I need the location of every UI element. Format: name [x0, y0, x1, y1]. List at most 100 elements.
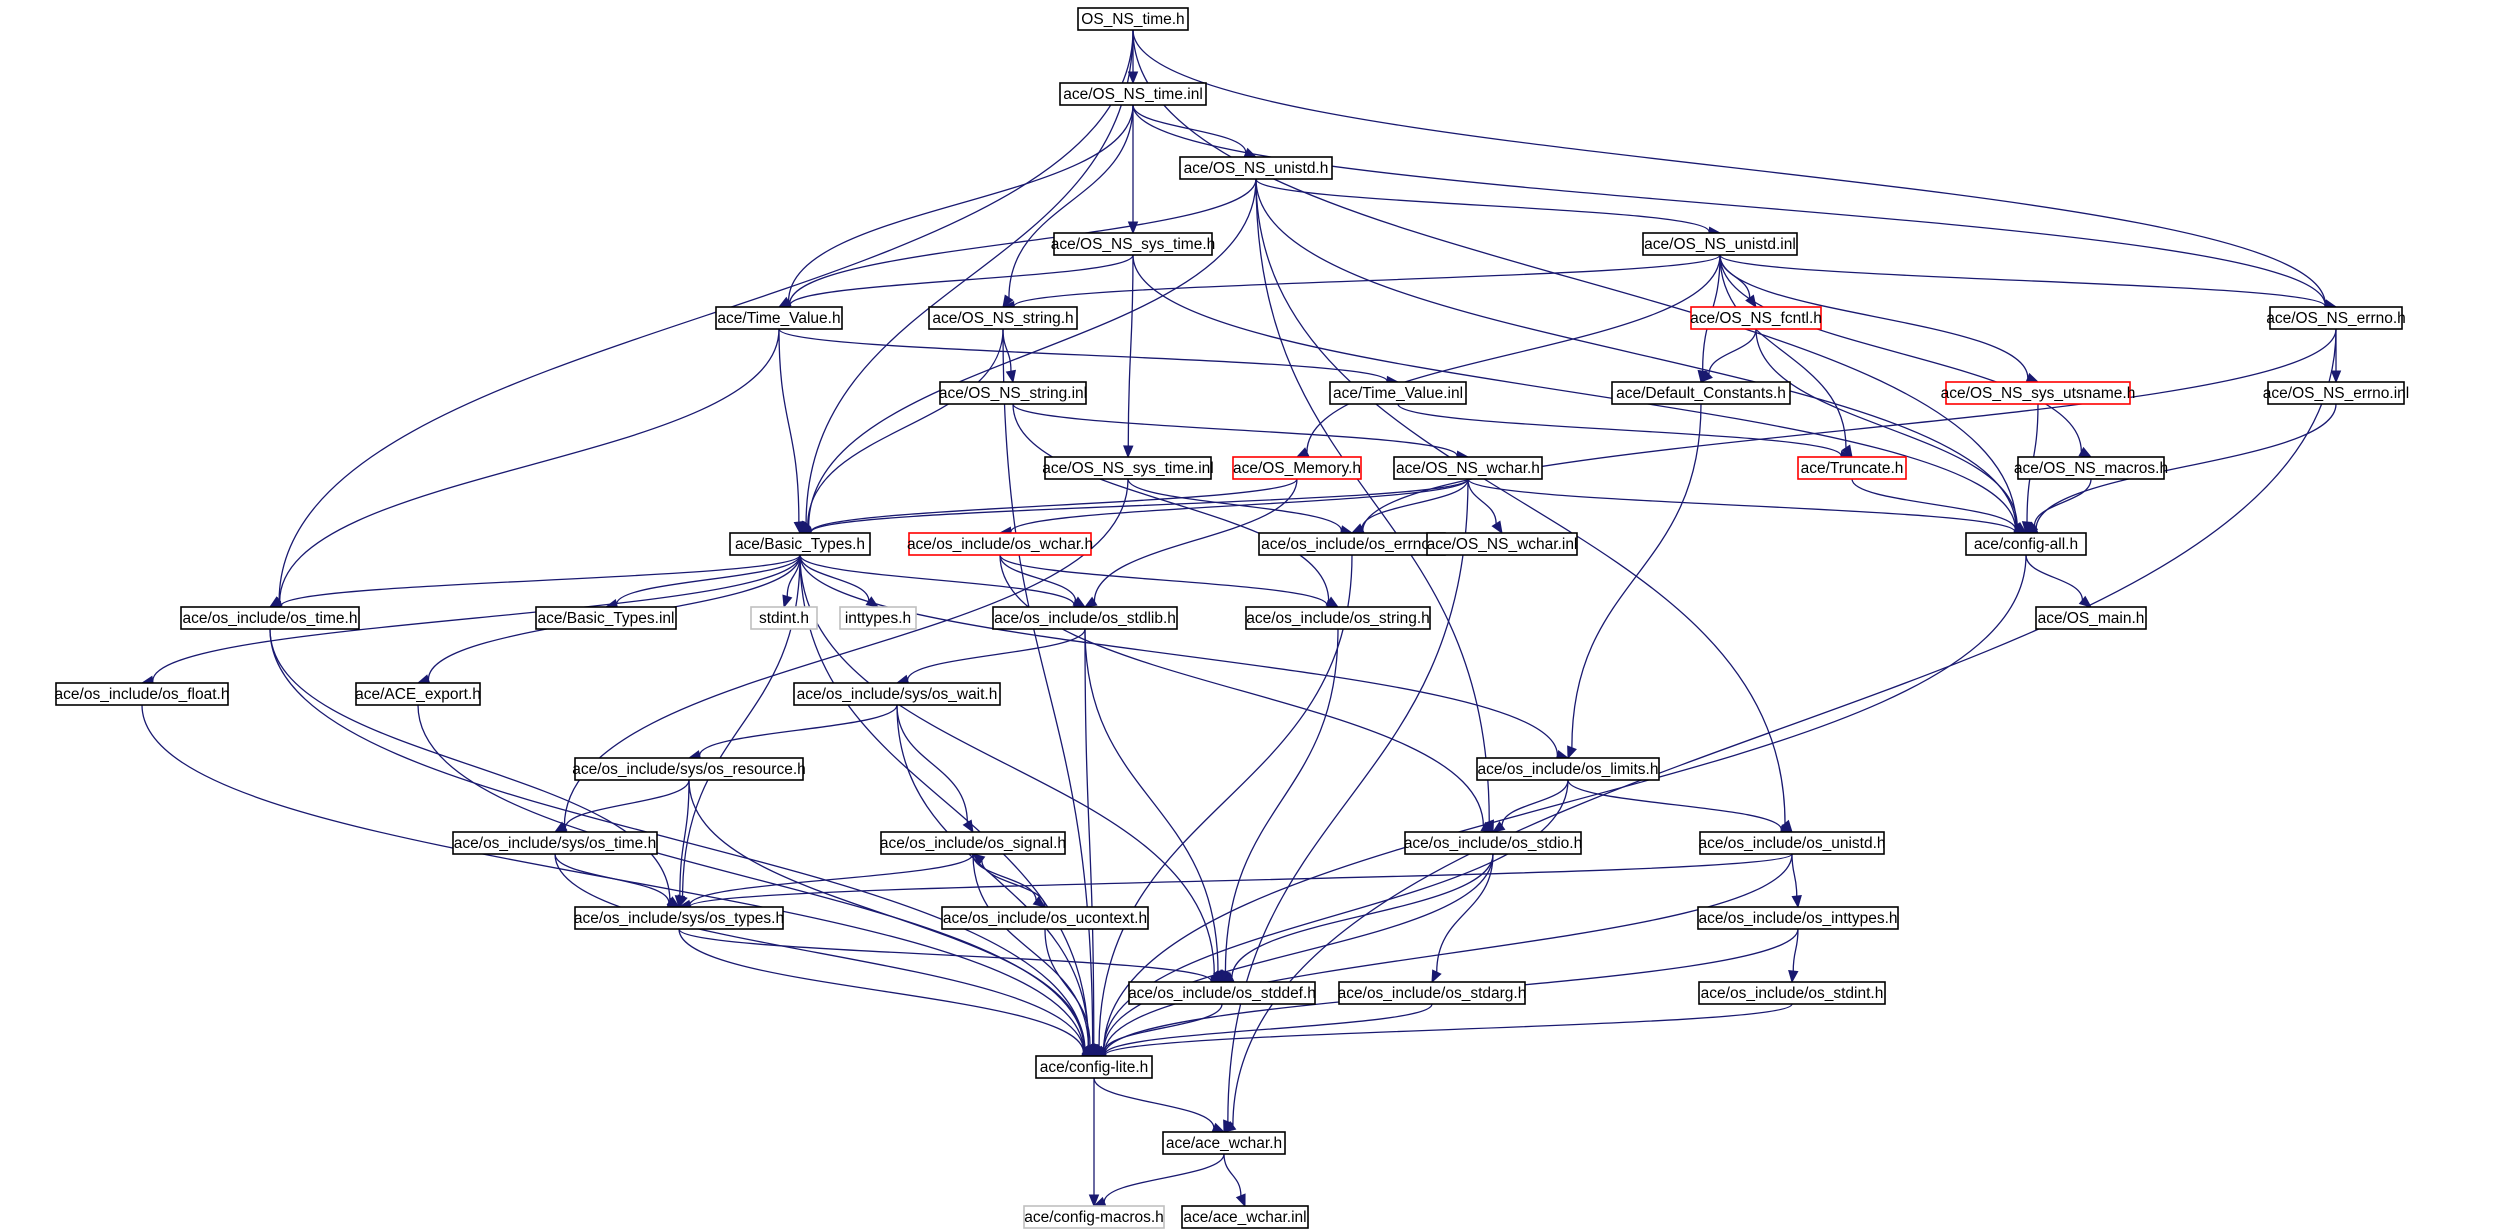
node-box[interactable]: [1059, 82, 1207, 106]
node-box[interactable]: [1044, 456, 1212, 480]
node-config-all-h[interactable]: ace/config-all.h: [1965, 532, 2087, 556]
node-oi-limits-h[interactable]: ace/os_include/os_limits.h: [1476, 757, 1660, 781]
node-ns-sys-time-inl[interactable]: ace/OS_NS_sys_time.inl: [1042, 456, 1214, 480]
node-oi-float-h[interactable]: ace/os_include/os_float.h: [55, 682, 230, 706]
node-box[interactable]: [939, 381, 1087, 405]
node-ns-errno-inl[interactable]: ace/OS_NS_errno.inl: [2263, 381, 2409, 405]
node-ns-sys-time-h[interactable]: ace/OS_NS_sys_time.h: [1051, 232, 1216, 256]
node-box[interactable]: [1128, 981, 1316, 1005]
node-box[interactable]: [750, 606, 818, 630]
node-box[interactable]: [1329, 381, 1467, 405]
node-truncate-h[interactable]: ace/Truncate.h: [1797, 456, 1907, 480]
node-oi-stdint-h[interactable]: ace/os_include/os_stdint.h: [1698, 981, 1886, 1005]
node-box[interactable]: [1697, 906, 1899, 930]
node-box[interactable]: [1426, 532, 1578, 556]
node-oi-signal-h[interactable]: ace/os_include/os_signal.h: [880, 831, 1066, 855]
node-box[interactable]: [941, 906, 1149, 930]
node-ns-time-inl[interactable]: ace/OS_NS_time.inl: [1059, 82, 1207, 106]
node-box[interactable]: [180, 606, 360, 630]
node-stdint-h[interactable]: stdint.h: [750, 606, 818, 630]
node-box[interactable]: [1232, 456, 1362, 480]
node-box[interactable]: [839, 606, 917, 630]
node-box[interactable]: [1698, 981, 1886, 1005]
node-oi-stdlib-h[interactable]: ace/os_include/os_stdlib.h: [992, 606, 1178, 630]
node-ois-types-h[interactable]: ace/os_include/sys/os_types.h: [574, 906, 784, 930]
node-box[interactable]: [1393, 456, 1543, 480]
node-box[interactable]: [1181, 1205, 1309, 1229]
node-box[interactable]: [880, 831, 1066, 855]
node-box[interactable]: [1077, 7, 1189, 31]
node-box[interactable]: [1023, 1205, 1165, 1229]
node-box[interactable]: [729, 532, 871, 556]
node-box[interactable]: [2017, 456, 2165, 480]
node-box[interactable]: [1053, 232, 1213, 256]
node-box[interactable]: [1690, 306, 1822, 330]
node-box[interactable]: [1404, 831, 1582, 855]
node-box[interactable]: [1035, 1055, 1153, 1079]
node-box[interactable]: [55, 682, 229, 706]
node-box[interactable]: [355, 682, 481, 706]
node-ns-wchar-h[interactable]: ace/OS_NS_wchar.h: [1393, 456, 1543, 480]
node-box[interactable]: [2269, 306, 2403, 330]
node-ns-sys-utsname-h[interactable]: ace/OS_NS_sys_utsname.h: [1941, 381, 2136, 405]
node-box[interactable]: [452, 831, 658, 855]
node-oi-stdarg-h[interactable]: ace/os_include/os_stdarg.h: [1338, 981, 1527, 1005]
node-oi-unistd-h[interactable]: ace/os_include/os_unistd.h: [1699, 831, 1886, 855]
node-oi-wchar-h[interactable]: ace/os_include/os_wchar.h: [907, 532, 1093, 556]
node-box[interactable]: [1945, 381, 2131, 405]
node-ois-wait-h[interactable]: ace/os_include/sys/os_wait.h: [793, 682, 1001, 706]
node-box[interactable]: [1699, 831, 1885, 855]
node-time-value-inl[interactable]: ace/Time_Value.inl: [1329, 381, 1467, 405]
node-time-value-h[interactable]: ace/Time_Value.h: [715, 306, 843, 330]
node-ns-errno-h[interactable]: ace/OS_NS_errno.h: [2266, 306, 2406, 330]
node-ace-export-h[interactable]: ace/ACE_export.h: [355, 682, 481, 706]
node-ace-wchar-inl[interactable]: ace/ace_wchar.inl: [1181, 1205, 1309, 1229]
node-oi-time-h[interactable]: ace/os_include/os_time.h: [180, 606, 360, 630]
node-box[interactable]: [2035, 606, 2147, 630]
node-box[interactable]: [1797, 456, 1907, 480]
node-box[interactable]: [535, 606, 677, 630]
node-ns-fcntl-h[interactable]: ace/OS_NS_fcntl.h: [1690, 306, 1822, 330]
node-os-memory-h[interactable]: ace/OS_Memory.h: [1232, 456, 1362, 480]
node-box[interactable]: [1476, 757, 1660, 781]
node-box[interactable]: [992, 606, 1178, 630]
node-os-main-h[interactable]: ace/OS_main.h: [2035, 606, 2147, 630]
node-box[interactable]: [2267, 381, 2405, 405]
node-ns-string-inl[interactable]: ace/OS_NS_string.inl: [939, 381, 1087, 405]
node-basic-types-h[interactable]: ace/Basic_Types.h: [729, 532, 871, 556]
node-ace-wchar-h[interactable]: ace/ace_wchar.h: [1162, 1131, 1286, 1155]
node-box[interactable]: [928, 306, 1078, 330]
node-box[interactable]: [1245, 606, 1431, 630]
node-default-constants-h[interactable]: ace/Default_Constants.h: [1611, 381, 1791, 405]
node-oi-ucontext-h[interactable]: ace/os_include/os_ucontext.h: [941, 906, 1149, 930]
node-box[interactable]: [1611, 381, 1791, 405]
node-oi-stddef-h[interactable]: ace/os_include/os_stddef.h: [1128, 981, 1316, 1005]
node-box[interactable]: [1642, 232, 1798, 256]
node-ns-unistd-h[interactable]: ace/OS_NS_unistd.h: [1179, 156, 1333, 180]
node-oi-string-h[interactable]: ace/os_include/os_string.h: [1245, 606, 1431, 630]
node-box[interactable]: [908, 532, 1092, 556]
node-box[interactable]: [715, 306, 843, 330]
node-ois-time-h[interactable]: ace/os_include/sys/os_time.h: [452, 831, 658, 855]
node-box[interactable]: [1179, 156, 1333, 180]
node-box[interactable]: [574, 906, 784, 930]
node-ns-string-h[interactable]: ace/OS_NS_string.h: [928, 306, 1078, 330]
node-oi-inttypes-h[interactable]: ace/os_include/os_inttypes.h: [1697, 906, 1899, 930]
node-ois-resource-h[interactable]: ace/os_include/sys/os_resource.h: [572, 757, 806, 781]
node-ns-unistd-inl[interactable]: ace/OS_NS_unistd.inl: [1642, 232, 1798, 256]
node-config-lite-h[interactable]: ace/config-lite.h: [1035, 1055, 1153, 1079]
node-box[interactable]: [1965, 532, 2087, 556]
node-ns-macros-h[interactable]: ace/OS_NS_macros.h: [2014, 456, 2168, 480]
node-oi-stdio-h[interactable]: ace/os_include/os_stdio.h: [1404, 831, 1582, 855]
node-box[interactable]: [1338, 981, 1526, 1005]
node-config-macros-h[interactable]: ace/config-macros.h: [1023, 1205, 1165, 1229]
node-inttypes-h[interactable]: inttypes.h: [839, 606, 917, 630]
node-box[interactable]: [574, 757, 804, 781]
node-root[interactable]: OS_NS_time.h: [1077, 7, 1189, 31]
node-ns-wchar-inl[interactable]: ace/OS_NS_wchar.inl: [1426, 532, 1578, 556]
node-oi-errno-h[interactable]: ace/os_include/os_errno.h: [1258, 532, 1446, 556]
node-basic-types-inl[interactable]: ace/Basic_Types.inl: [535, 606, 677, 630]
arrowhead-ois-wait-h-to-oi-signal-h: [962, 819, 974, 834]
node-box[interactable]: [793, 682, 1001, 706]
node-box[interactable]: [1162, 1131, 1286, 1155]
